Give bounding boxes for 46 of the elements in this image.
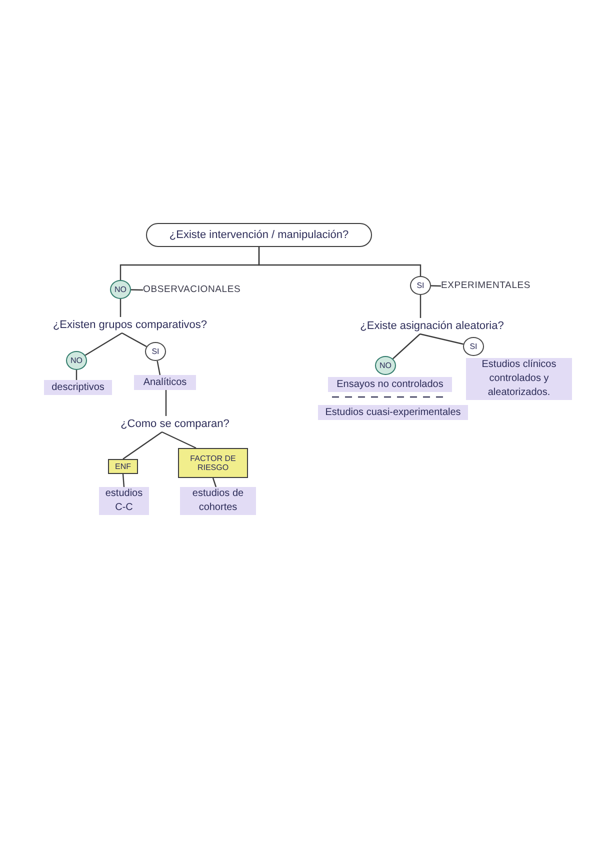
study-type-label: Estudios clínicos controlados y aleatorizados. (466, 358, 572, 400)
category-tag (178, 448, 248, 478)
answer-label: SI (470, 342, 478, 351)
answer-circle (145, 342, 166, 361)
answer-circle (110, 280, 131, 299)
study-type-label: estudios C-C (99, 487, 149, 515)
connector-line (165, 390, 167, 416)
study-type-label: Estudios cuasi-experimentales (318, 405, 468, 420)
category-label: FACTOR DE RIESGO (189, 454, 237, 472)
connector-line (162, 431, 196, 449)
question-text: ¿Como se comparan? (96, 416, 254, 432)
question-text: ¿Existe asignación aleatoria? (334, 318, 530, 334)
connector-line (130, 289, 144, 291)
branch-label: OBSERVACIONALES (143, 283, 247, 297)
answer-circle (463, 337, 484, 356)
question-cloud (146, 223, 372, 247)
answer-label: NO (70, 356, 82, 365)
connector-line (212, 478, 217, 488)
branch-label: EXPERIMENTALES (441, 279, 539, 293)
answer-label: SI (152, 347, 160, 356)
answer-label: SI (416, 281, 424, 290)
connector-line (120, 299, 122, 317)
connector-line (430, 285, 442, 287)
study-type-label: Analíticos (134, 375, 196, 390)
connector-line (420, 295, 422, 318)
connector-line (420, 333, 464, 345)
connector-line (122, 432, 162, 460)
question-text: ¿Existe intervención / manipulación? (169, 229, 349, 241)
question-text: ¿Existen grupos comparativos? (38, 317, 222, 333)
study-type-label: Ensayos no controlados (328, 377, 452, 392)
connector-line (84, 332, 122, 356)
connector-line (258, 247, 422, 276)
answer-label: NO (114, 285, 126, 294)
study-type-label: estudios de cohortes (180, 487, 256, 515)
connector-line (122, 474, 125, 488)
category-label: ENF (115, 462, 131, 472)
answer-label: NO (380, 361, 392, 370)
connector-line (156, 360, 161, 376)
answer-circle (375, 356, 396, 375)
connector-line (76, 370, 78, 380)
answer-circle (410, 276, 431, 295)
category-tag (108, 459, 138, 474)
connector-line (392, 334, 420, 360)
answer-circle (66, 351, 87, 370)
study-type-label: descriptivos (44, 380, 112, 395)
connector-line (122, 332, 147, 348)
